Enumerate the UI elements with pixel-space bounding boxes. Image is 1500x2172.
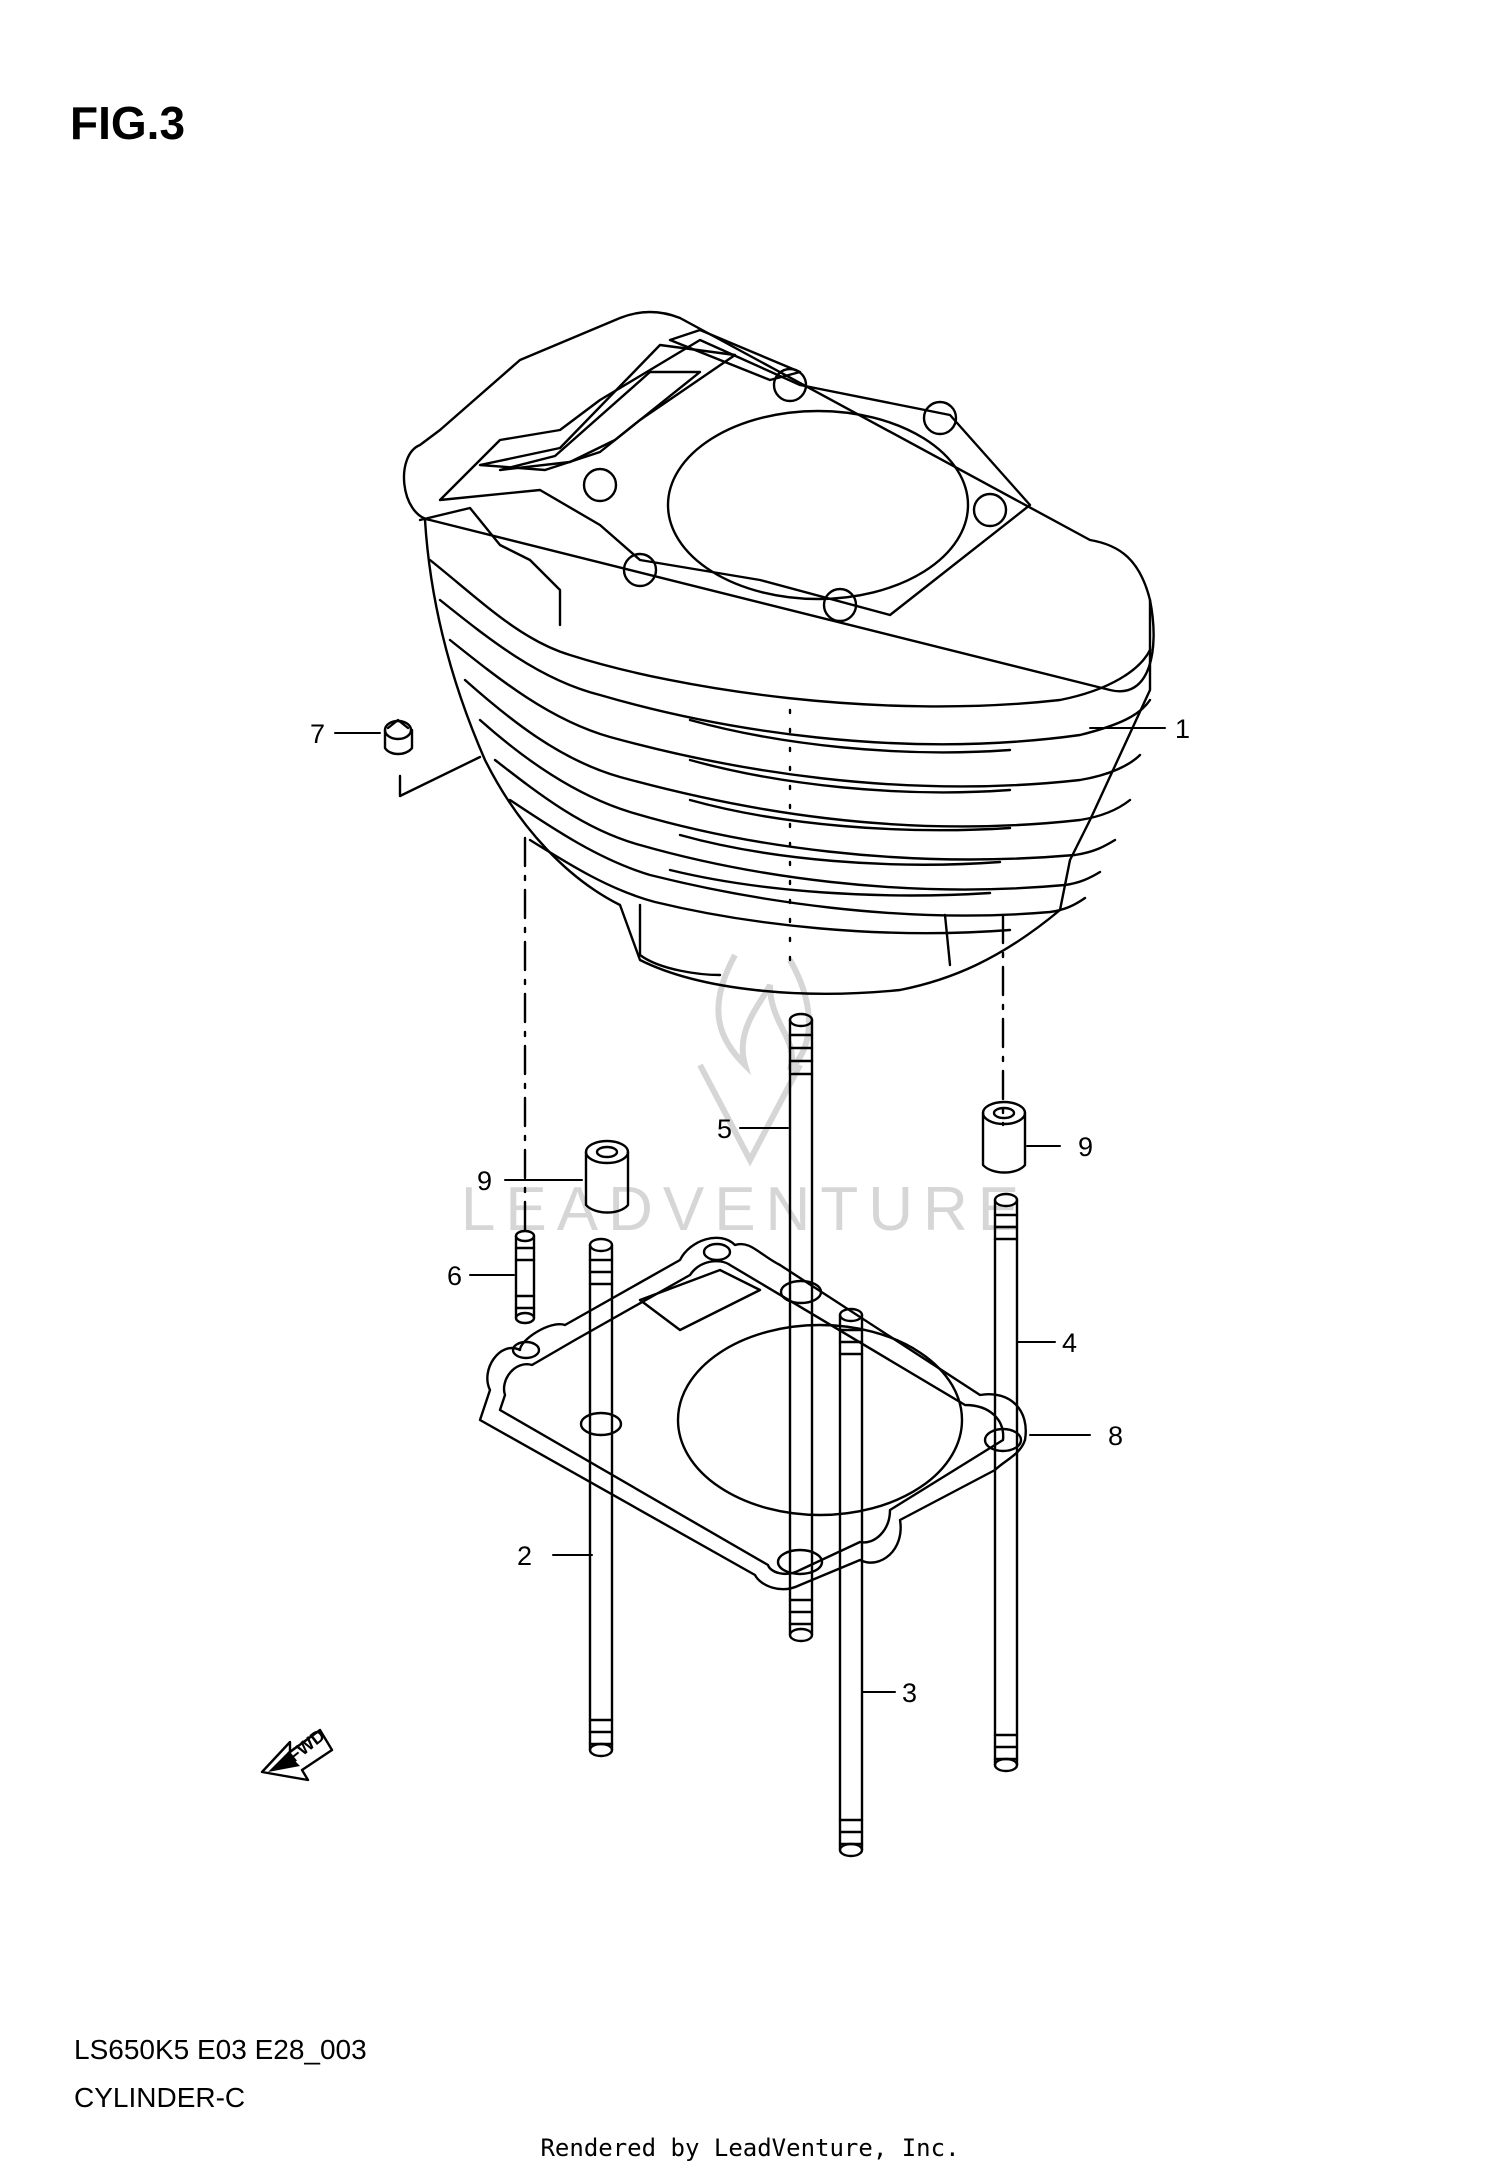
watermark-text: LEADVENTURE [461,1175,1029,1244]
stud-part-4 [993,1192,1019,1773]
callout-9-left: 9 [477,1166,492,1196]
dowel-pin-part-9-right [981,1100,1027,1174]
callout-6: 6 [447,1261,462,1291]
fwd-direction-arrow: FWD [260,1725,334,1782]
callout-7: 7 [310,719,325,749]
callout-3: 3 [902,1678,917,1708]
stud-part-6 [514,1229,536,1325]
exploded-parts-diagram: LEADVENTURE [260,310,1190,1858]
callout-leaders [334,727,1166,1693]
model-code: LS650K5 E03 E28_003 [74,2034,367,2065]
stud-part-2 [579,1237,623,1758]
rendered-by-credit: Rendered by LeadVenture, Inc. [540,2134,960,2162]
leader-dowel-to-cylinder [398,755,482,798]
callout-8: 8 [1108,1421,1123,1451]
callout-5: 5 [717,1114,732,1144]
cylinder-part-1 [402,310,1155,995]
stud-part-5 [779,1012,823,1643]
diagram-name: CYLINDER-C [74,2082,246,2113]
stud-part-3 [838,1307,864,1858]
figure-title: FIG.3 [70,97,186,149]
callout-4: 4 [1062,1328,1077,1358]
callout-1: 1 [1175,714,1190,744]
dowel-pin-part-9-left [584,1139,630,1214]
gasket-part-8 [478,1236,1027,1591]
dowel-part-7 [383,718,414,756]
callout-9-right: 9 [1078,1132,1093,1162]
callout-2: 2 [517,1541,532,1571]
